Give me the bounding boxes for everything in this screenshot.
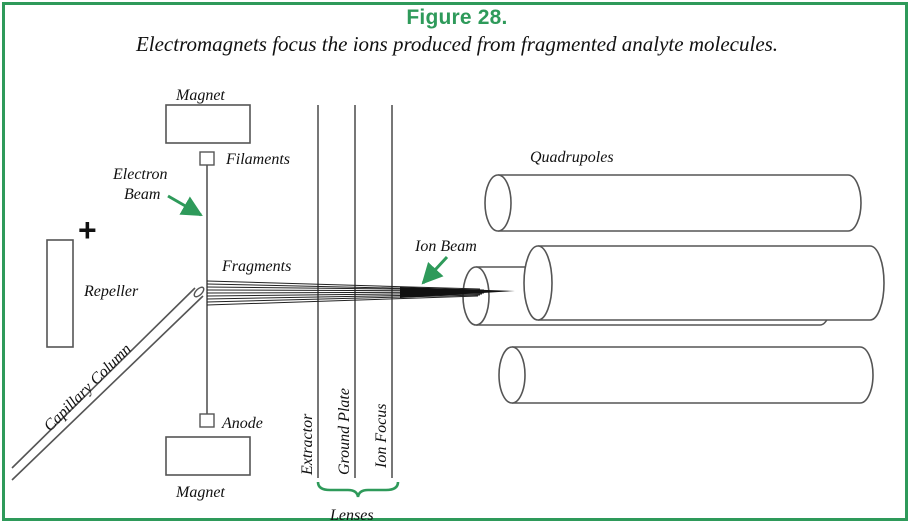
anode-label: Anode [221, 415, 263, 432]
filaments-label: Filaments [225, 151, 290, 168]
repeller-plate [46, 239, 74, 348]
magnet-top-box [165, 104, 251, 144]
ion-beam-core [400, 287, 515, 298]
quadrupole-bottom [498, 346, 874, 404]
quadrupole-front [523, 245, 885, 321]
ion-beam-arrow [421, 255, 449, 285]
anode-box [199, 413, 215, 428]
figure-title: Figure 28. [406, 6, 508, 29]
lenses-label: Lenses [329, 507, 374, 524]
ion-focus-label: Ion Focus [373, 404, 390, 469]
lenses-brace [316, 481, 400, 498]
figure-caption: Electromagnets focus the ions produced f… [135, 32, 779, 56]
quadrupole-top [484, 174, 862, 232]
ground-plate-label: Ground Plate [336, 388, 353, 475]
capillary-column-label: Capillary Column [41, 341, 135, 435]
extractor-label: Extractor [299, 413, 316, 476]
repeller-label: Repeller [83, 283, 139, 300]
magnet-bottom-label: Magnet [175, 484, 225, 501]
plus-sign: + [78, 212, 97, 248]
quadrupoles-label: Quadrupoles [530, 149, 614, 166]
electron-beam-arrow [167, 194, 203, 217]
electron-beam-label-2: Beam [124, 186, 160, 203]
fragments-label: Fragments [221, 258, 291, 275]
magnet-top-label: Magnet [175, 87, 225, 104]
ion-beam-label: Ion Beam [414, 238, 477, 255]
electron-beam-label-1: Electron [112, 166, 168, 183]
capillary-column [11, 286, 205, 481]
filament-box [199, 151, 215, 166]
magnet-bottom-box [165, 436, 251, 476]
